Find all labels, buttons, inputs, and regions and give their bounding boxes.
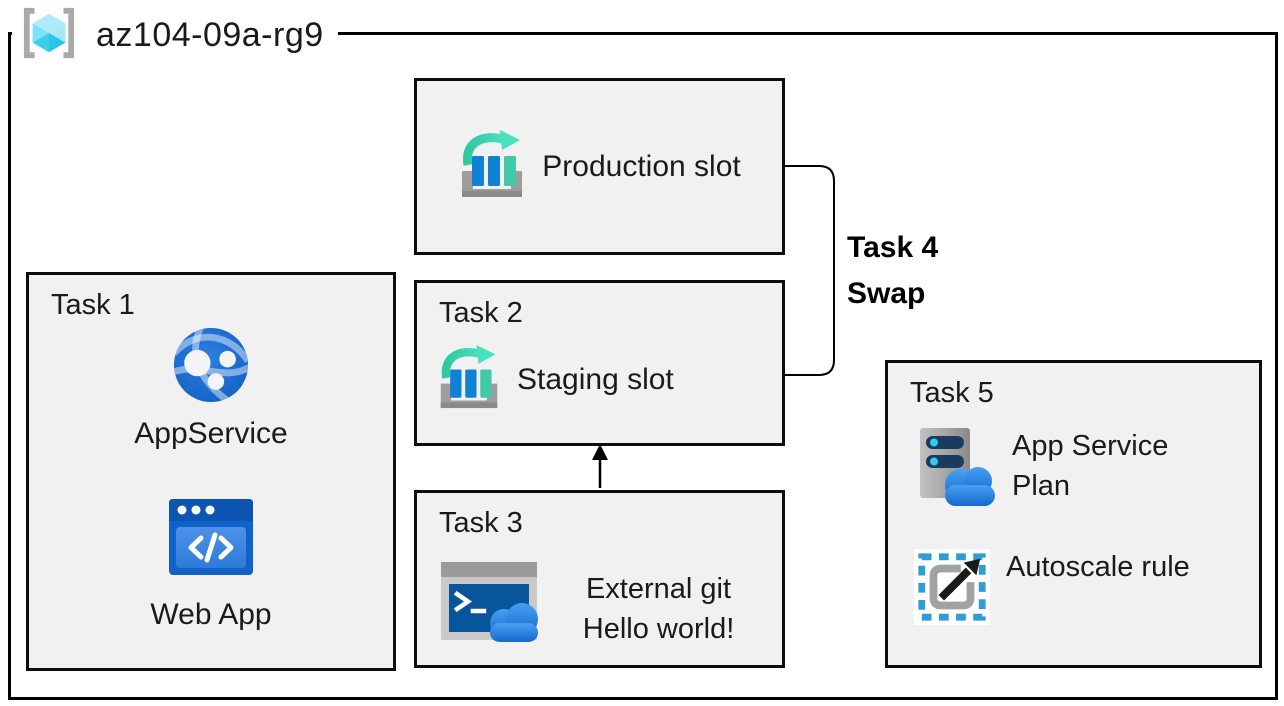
production-slot-box: Production slot [414, 78, 785, 255]
cloud-shell-icon [441, 562, 545, 655]
app-service-plan-label: App Service Plan [1012, 430, 1169, 502]
task5-box: Task 5 App Service Plan [885, 360, 1262, 668]
task1-label: Task 1 [51, 289, 135, 321]
resource-group-title: az104-09a-rg9 [96, 16, 324, 54]
task3-line2: Hello world! [582, 612, 735, 645]
task3-label: Task 3 [439, 507, 523, 539]
app-service-label: AppService [134, 417, 288, 450]
app-service-icon [172, 326, 250, 409]
staging-slot-label: Staging slot [517, 362, 674, 396]
task1-box: Task 1 AppService [26, 272, 396, 671]
web-app-label: Web App [150, 598, 272, 631]
deployment-slot-icon [437, 344, 501, 415]
autoscale-icon [914, 549, 990, 630]
task4-action-text: Swap [847, 277, 926, 310]
app-service-plan-icon [914, 428, 996, 513]
resource-group-icon [18, 6, 80, 65]
task4-swap-label: Task 4 Swap [847, 225, 938, 317]
deployment-slot-icon [458, 129, 526, 204]
task3-line1: External git [585, 572, 732, 605]
task5-label: Task 5 [910, 377, 994, 409]
resource-group-header: az104-09a-rg9 [12, 6, 338, 69]
task3-box: Task 3 External git Hello world! [414, 490, 785, 668]
task2-label: Task 2 [439, 297, 523, 329]
web-app-icon [169, 499, 253, 580]
production-slot-label: Production slot [542, 149, 741, 183]
task4-label-text: Task 4 [847, 231, 939, 264]
task3-text: External git Hello world! [545, 569, 782, 649]
task2-box: Task 2 Staging slot [414, 280, 785, 446]
autoscale-rule-label: Autoscale rule [1006, 551, 1190, 583]
